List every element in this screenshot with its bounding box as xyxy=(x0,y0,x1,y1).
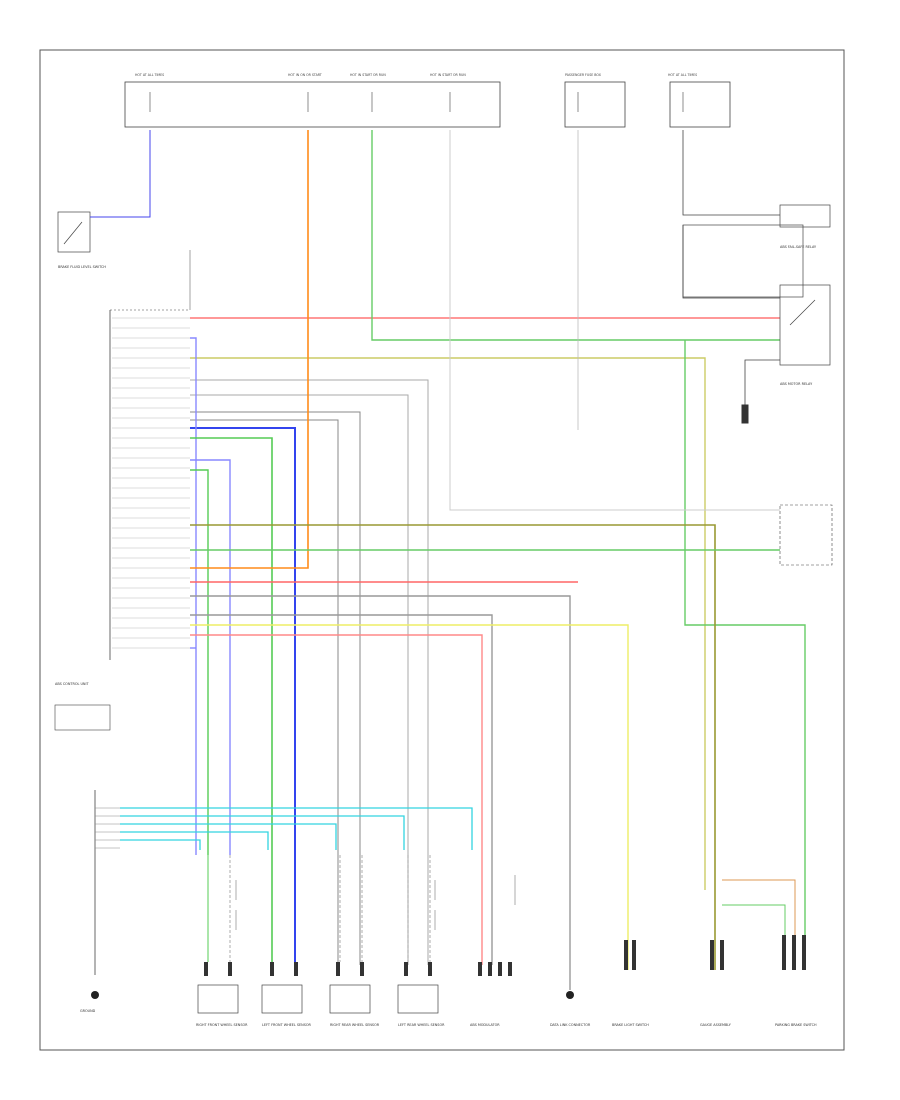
wire-gray-2 xyxy=(190,394,409,965)
wheel-sensors xyxy=(197,984,439,1014)
wire-yellow-brake xyxy=(190,624,629,970)
abs-control-unit-box xyxy=(54,704,111,731)
wire-olive-1 xyxy=(190,357,706,890)
sensor-connectors xyxy=(204,935,806,976)
underhood-fuse-box xyxy=(124,81,501,128)
label-abs-modulator: ABS MODULATOR xyxy=(470,1023,500,1027)
fuse-label-5: PASSENGER FUSE BOX xyxy=(565,73,602,77)
label-abs-control-unit: ABS CONTROL UNIT xyxy=(55,682,89,686)
wire-green-fuse3 xyxy=(371,130,780,341)
abs-fail-safe-relay xyxy=(682,204,831,298)
fuse-label-3: HOT IN START OR RUN xyxy=(350,73,386,77)
abs-control-unit-connector xyxy=(109,309,190,660)
wire-blue-1 xyxy=(190,427,296,970)
sensor-connector-lines xyxy=(95,807,120,849)
passenger-fuse-box xyxy=(564,81,626,128)
ground-left xyxy=(91,991,99,999)
abs-modulator-relay-box xyxy=(779,504,833,566)
right-rear-wheel-sensor xyxy=(329,984,371,1014)
brake-fluid-level-switch xyxy=(57,211,91,253)
label-left-front-sensor: LEFT FRONT WHEEL SENSOR xyxy=(262,1023,312,1027)
sensor-wires-gray xyxy=(229,855,431,962)
wire-green-2 xyxy=(190,437,273,970)
cyan-wire-bundle xyxy=(120,807,473,850)
diagram-frame xyxy=(39,49,845,1051)
ground-symbol-relay xyxy=(741,404,749,424)
wire-orange-fuse2 xyxy=(190,130,309,569)
wire-gray-fuse4 xyxy=(449,130,780,511)
label-brake-fluid-switch: BRAKE FLUID LEVEL SWITCH xyxy=(58,265,106,269)
fuse-box-group xyxy=(124,81,731,128)
wire-gray-3 xyxy=(190,411,361,965)
wire-black-relay-2 xyxy=(682,225,780,299)
fuse-label-4: HOT IN START OR RUN xyxy=(430,73,466,77)
wire-black-relay xyxy=(682,130,780,216)
wire-light-blue-1 xyxy=(190,337,197,855)
wire-gray-6 xyxy=(190,614,493,965)
left-rear-wheel-sensor xyxy=(397,984,439,1014)
wire-black-relay-ground xyxy=(744,359,780,405)
sensor-shield-marks xyxy=(235,875,516,930)
label-parking-brake: PARKING BRAKE SWITCH xyxy=(775,1023,817,1027)
wire-olive-2 xyxy=(190,524,716,970)
ground-modulator xyxy=(566,991,574,999)
label-abs-motor-relay: ABS MOTOR RELAY xyxy=(780,382,813,386)
fuse-label-6: HOT AT ALL TIMES xyxy=(668,73,697,77)
sensor-wires-green xyxy=(207,855,273,962)
label-data-link: DATA LINK CONNECTOR xyxy=(550,1023,591,1027)
wire-harness xyxy=(94,130,806,990)
fuse-symbols xyxy=(149,92,684,112)
left-front-wheel-sensor xyxy=(261,984,303,1014)
label-ground: GROUND xyxy=(80,1009,96,1013)
wire-green-gauge xyxy=(684,340,806,970)
abs-motor-relay xyxy=(779,284,831,366)
wire-blue-fluid-switch xyxy=(90,130,151,218)
wire-green-gauge-3 xyxy=(722,904,786,970)
label-abs-fail-safe-relay: ABS FAIL-SAFE RELAY xyxy=(780,245,817,249)
connector-pin-ticks xyxy=(112,317,190,649)
fuse-label-2: HOT IN ON OR START xyxy=(288,73,322,77)
bottom-labels: GROUND RIGHT FRONT WHEEL SENSOR LEFT FRO… xyxy=(80,1009,817,1027)
wire-gray-4 xyxy=(190,419,339,965)
label-right-front-sensor: RIGHT FRONT WHEEL SENSOR xyxy=(196,1023,248,1027)
ground-points xyxy=(91,991,574,999)
wire-green-3 xyxy=(190,469,209,855)
wire-light-blue-2 xyxy=(190,459,231,855)
fuse-box-labels: HOT AT ALL TIMES HOT IN ON OR START HOT … xyxy=(135,73,697,77)
fuse-label-1: HOT AT ALL TIMES xyxy=(135,73,164,77)
label-brake-light-switch: BRAKE LIGHT SWITCH xyxy=(612,1023,649,1027)
label-left-rear-sensor: LEFT REAR WHEEL SENSOR xyxy=(398,1023,445,1027)
wire-red-3 xyxy=(190,634,483,965)
label-right-rear-sensor: RIGHT REAR WHEEL SENSOR xyxy=(330,1023,380,1027)
label-gauge-assembly: GAUGE ASSEMBLY xyxy=(700,1023,732,1027)
wire-gray-5 xyxy=(190,595,571,990)
hot-at-all-times-fuse-box xyxy=(669,81,731,128)
right-front-wheel-sensor xyxy=(197,984,239,1014)
wire-gray-1 xyxy=(190,379,429,965)
